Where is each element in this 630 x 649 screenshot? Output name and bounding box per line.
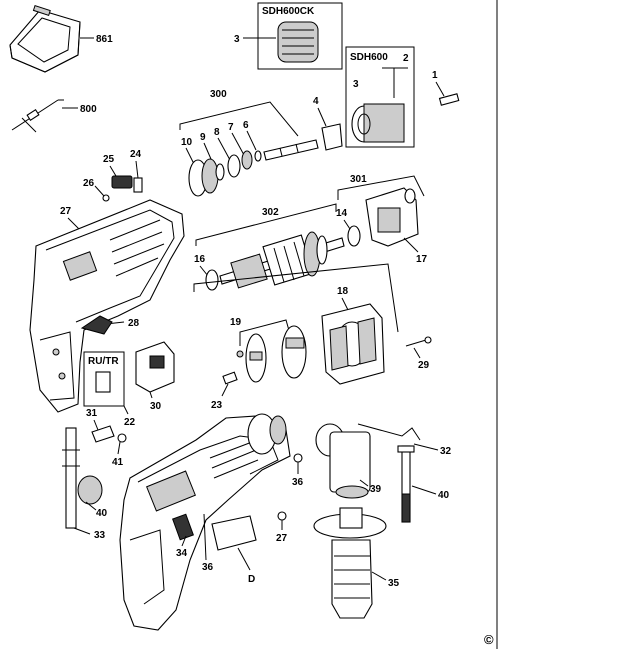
- label-800: 800: [80, 104, 97, 115]
- part-2-chuck-key: [382, 67, 408, 98]
- label-40-visible: 40: [438, 490, 450, 501]
- part-18-field-stator: [321, 303, 385, 385]
- label-19: 19: [230, 317, 242, 328]
- assembled-drill: [119, 413, 291, 631]
- part-3-keyless-chuck: [277, 21, 319, 63]
- label-3-a: 3: [234, 34, 240, 45]
- part-40-depth-stop: [397, 445, 415, 523]
- label-25: 25: [103, 154, 115, 165]
- part-9-washer: [215, 163, 225, 181]
- label-861: 861: [96, 34, 113, 45]
- label-9: 9: [200, 132, 206, 143]
- part-41-rod: [357, 423, 421, 441]
- part-33-cord-protector: [77, 475, 103, 505]
- label-300: 300: [210, 89, 227, 100]
- bracket-302-lower: [193, 263, 399, 333]
- label-ru-tr: RU/TR: [88, 356, 119, 367]
- part-31-cord-clamp: [91, 425, 115, 443]
- part-34-cord-guard: [62, 427, 80, 529]
- sdh600-box: [345, 46, 415, 148]
- bracket-19: [239, 319, 291, 346]
- label-301: 301: [350, 174, 367, 185]
- label-34: 33: [94, 530, 106, 541]
- label-36-a: 36: [292, 477, 304, 488]
- ru-tr-box: [83, 351, 125, 407]
- sdh600ck-box: [257, 2, 343, 70]
- label-35: D: [248, 574, 255, 585]
- part-26-ball: [102, 194, 110, 202]
- part-1-screw: [438, 93, 460, 106]
- label-41: 32: [440, 446, 452, 457]
- bracket-301: [337, 175, 425, 200]
- part-19-brush-assembly: [236, 325, 307, 383]
- label-39: 39: [370, 484, 382, 495]
- part-28-lever: [80, 315, 113, 335]
- part-39-handle-clamp: [315, 423, 371, 499]
- part-36-screw-b: [277, 511, 287, 521]
- part-7-ring: [241, 150, 253, 170]
- part-6-circlip: [254, 150, 262, 162]
- label-10: 10: [181, 137, 193, 148]
- part-4-clip: [321, 123, 343, 151]
- label-16: 16: [194, 254, 206, 265]
- label-22: 23: [211, 400, 223, 411]
- part-17-gear-housing: [365, 187, 419, 247]
- label-8: 8: [214, 127, 220, 138]
- copyright-mark: ©: [484, 632, 494, 647]
- part-14-bearing: [347, 225, 361, 247]
- label-32: 41: [112, 457, 124, 468]
- label-302: 302: [262, 207, 279, 218]
- part-16-bearing: [205, 269, 219, 291]
- label-d: 36: [202, 562, 214, 573]
- part-32-screw: [117, 433, 127, 443]
- part-38-side-handle: [313, 507, 387, 619]
- part-10-gear: [188, 158, 219, 197]
- label-27-a: 27: [60, 206, 72, 217]
- label-26: 26: [83, 178, 95, 189]
- part-27-housing-half: [29, 199, 185, 413]
- label-27-b: 34: [176, 548, 188, 559]
- part-22-carbon-brush: [222, 371, 238, 385]
- label-36-b: 27: [276, 533, 288, 544]
- part-35-label-plate: [211, 515, 257, 551]
- part-29-switch: [135, 341, 175, 393]
- part-8-bearing: [227, 154, 241, 178]
- bracket-300: [179, 101, 299, 137]
- label-17: 17: [416, 254, 428, 265]
- part-36-screw-a: [293, 453, 303, 463]
- label-7: 7: [228, 122, 234, 133]
- bracket-302: [195, 203, 337, 246]
- label-6: 6: [243, 120, 249, 131]
- part-23-screw: [405, 336, 432, 347]
- label-4: 4: [313, 96, 319, 107]
- label-2: 2: [403, 53, 409, 64]
- label-24: 24: [130, 149, 142, 160]
- label-38: 35: [388, 578, 400, 589]
- label-14: 14: [336, 208, 348, 219]
- part-25-switch-button: [111, 175, 133, 189]
- label-29: 30: [150, 401, 162, 412]
- part-3-key-chuck: [351, 103, 405, 143]
- label-31: 31: [86, 408, 98, 419]
- part-ru-tr-capacitor: [95, 371, 111, 393]
- part-24-spring: [133, 177, 143, 193]
- label-30: 22: [124, 417, 136, 428]
- label-33: 40: [96, 508, 108, 519]
- part-spindle: [263, 139, 319, 161]
- label-18: 18: [337, 286, 349, 297]
- label-28: 28: [128, 318, 140, 329]
- part-800-depth-rod: [11, 99, 64, 133]
- label-sdh600: SDH600: [350, 52, 388, 63]
- label-sdh600ck: SDH600CK: [262, 6, 315, 17]
- label-3-b: 3: [353, 79, 359, 90]
- label-23: 29: [418, 360, 430, 371]
- part-861-carry-case: [9, 4, 81, 73]
- label-1: 1: [432, 70, 438, 81]
